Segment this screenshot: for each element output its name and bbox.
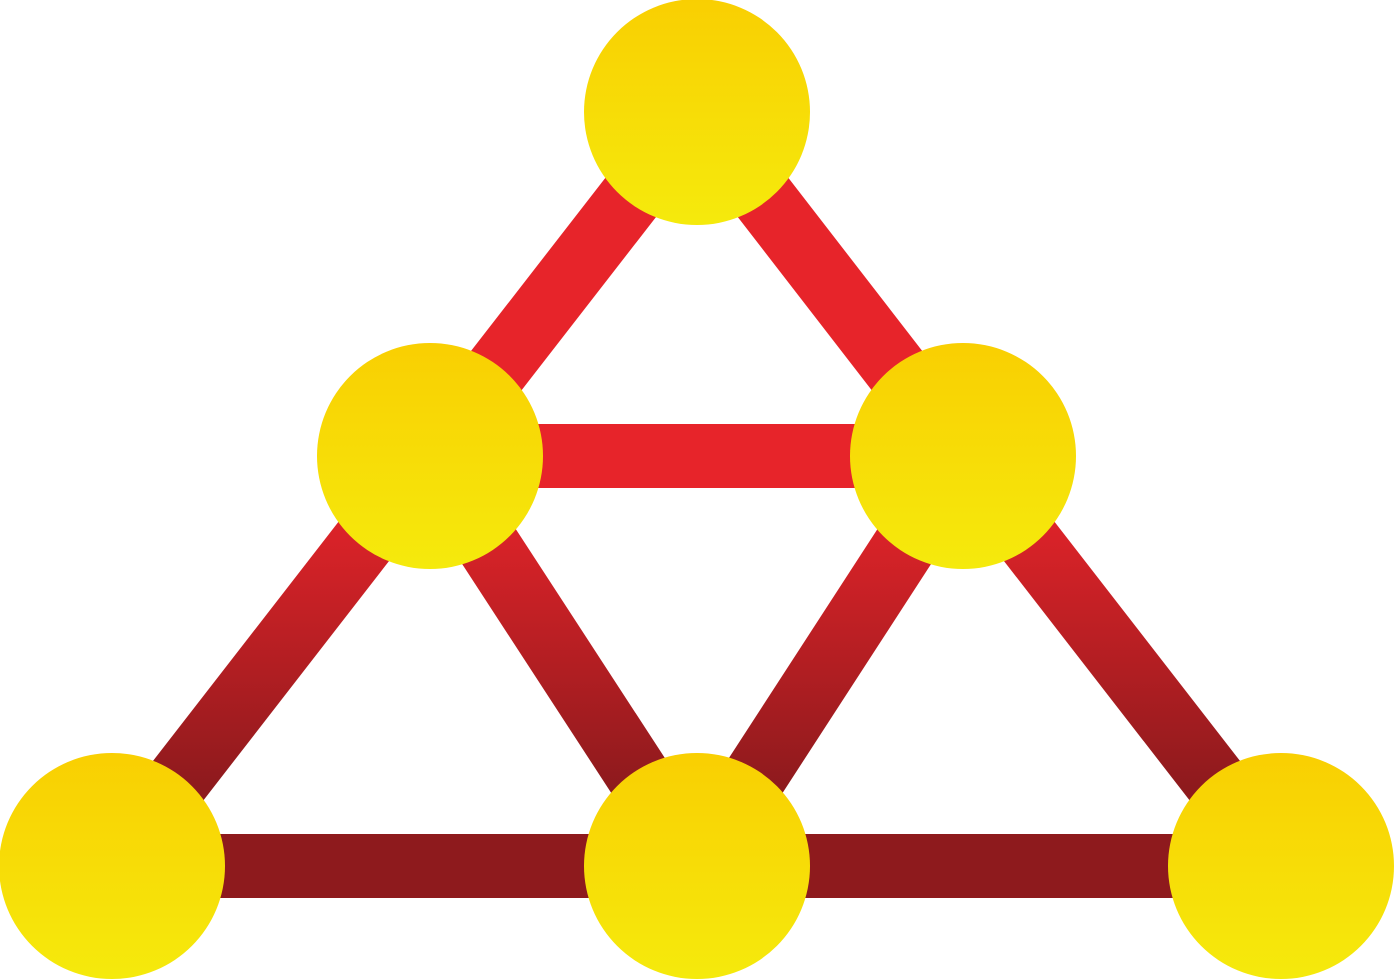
node-top	[584, 0, 810, 225]
edges-group	[86, 92, 1307, 898]
node-middle-right	[850, 343, 1076, 569]
node-middle-left	[317, 343, 543, 569]
node-bottom-left	[0, 753, 225, 979]
node-bottom-right	[1168, 753, 1394, 979]
node-bottom-center	[584, 753, 810, 979]
